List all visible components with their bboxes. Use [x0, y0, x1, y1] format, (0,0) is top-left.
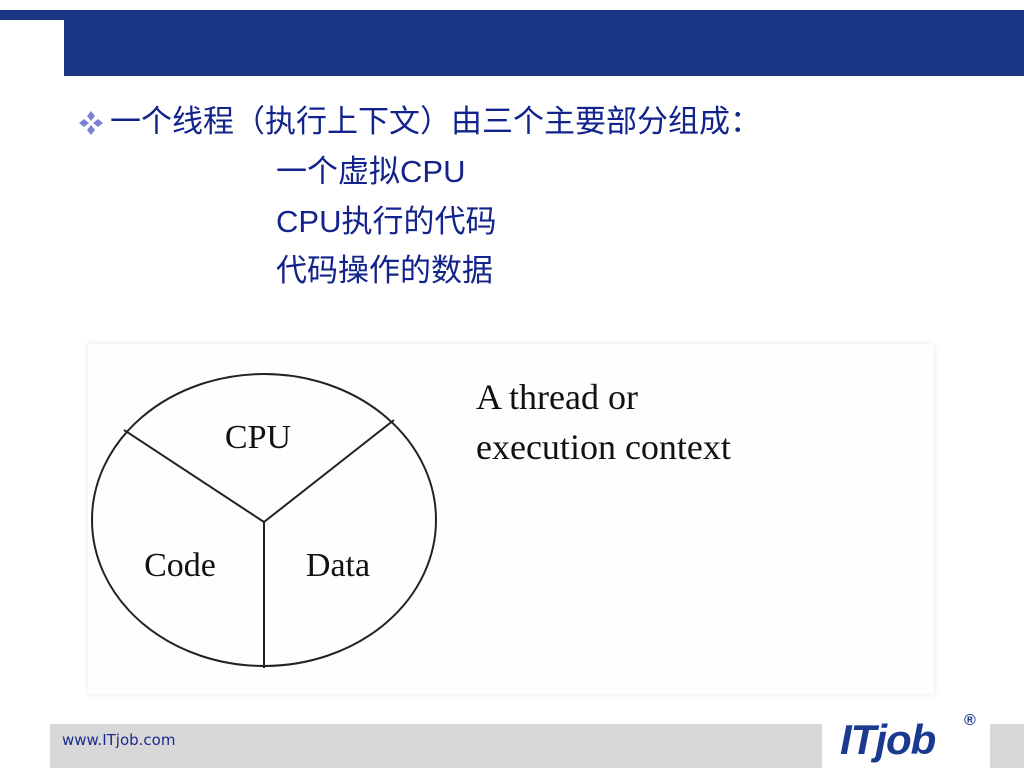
sub-item-text: 执行的代码: [341, 204, 497, 240]
sub-item-latin: CPU: [400, 154, 466, 189]
header-bar: [64, 10, 1024, 76]
divider-left: [123, 429, 265, 523]
sub-item-latin: CPU: [276, 204, 342, 239]
bullet-text: 一个线程（执行上下文）由三个主要部分组成：: [110, 104, 761, 140]
thread-diagram-figure: CPU Code Data A thread or execution cont…: [88, 344, 934, 694]
sector-label-cpu: CPU: [225, 419, 291, 456]
thread-caption: A thread or execution context: [476, 372, 731, 472]
itjob-logo: ITjob ®: [822, 710, 990, 768]
logo-text: ITjob: [840, 716, 936, 763]
sub-item-text: 代码操作的数据: [276, 253, 493, 289]
sector-label-code: Code: [144, 547, 216, 584]
diamond-cluster-icon: [79, 110, 103, 135]
footer-url: www.ITjob.com: [62, 731, 176, 749]
sector-label-data: Data: [306, 547, 370, 584]
header-accent-line: [0, 10, 64, 20]
registered-mark: ®: [964, 712, 976, 729]
bullet-item: 一个线程（执行上下文）由三个主要部分组成：: [76, 98, 761, 147]
sub-item-text: 一个虚拟: [276, 154, 400, 190]
sub-item-code-data: 代码操作的数据: [76, 247, 761, 296]
sub-item-cpu-code: CPU执行的代码: [76, 197, 761, 247]
caption-line: A thread or: [476, 377, 638, 417]
divider-right: [263, 419, 395, 523]
caption-line: execution context: [476, 427, 731, 467]
slide-body: 一个线程（执行上下文）由三个主要部分组成： 一个虚拟CPU CPU执行的代码 代…: [76, 98, 761, 296]
thread-diagram: CPU Code Data: [91, 373, 437, 668]
sub-item-virtual-cpu: 一个虚拟CPU: [76, 147, 761, 197]
